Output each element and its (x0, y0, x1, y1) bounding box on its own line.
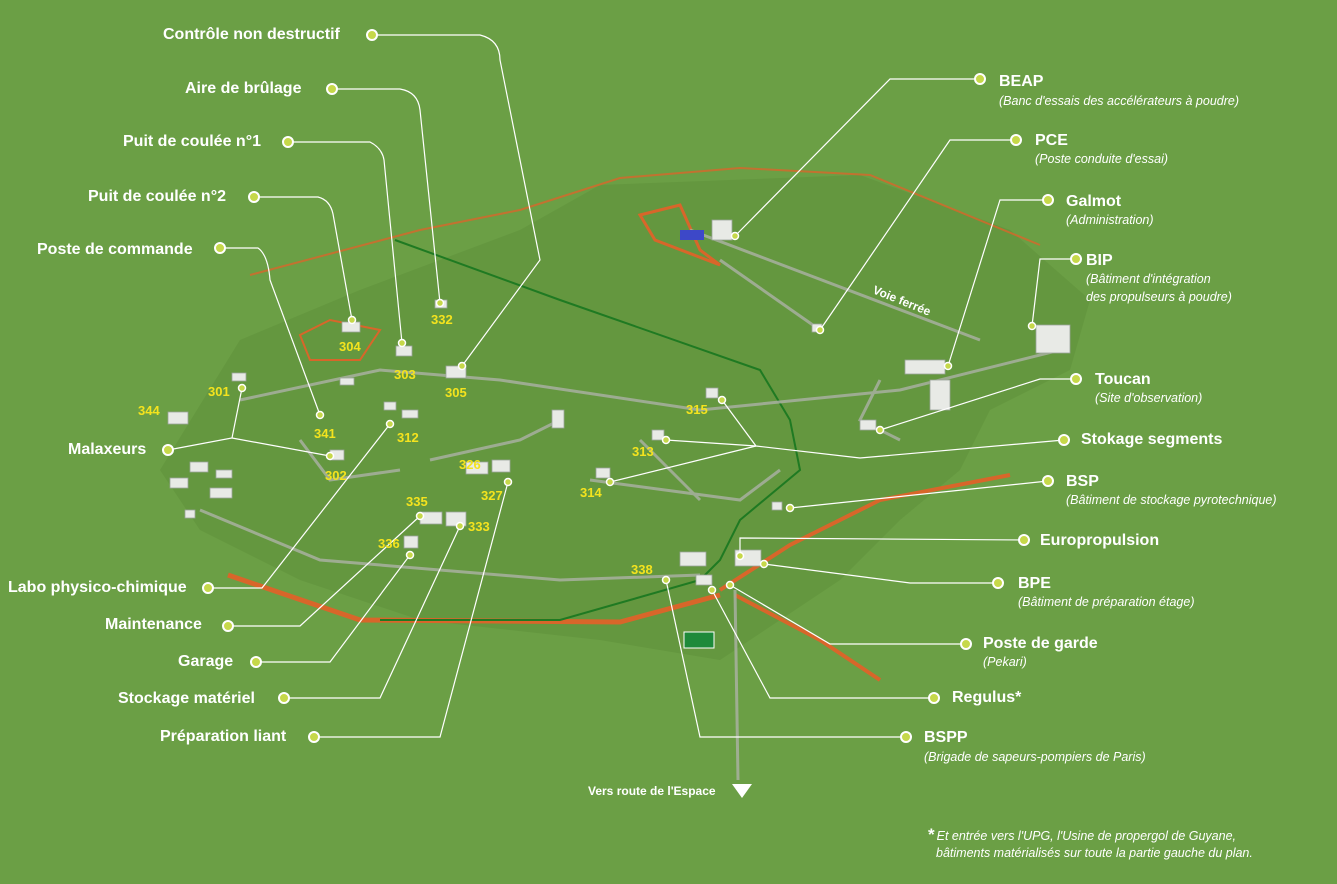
label-puit-coulee-2: Puit de coulée n°2 (88, 188, 226, 205)
label-regulus: Regulus* (952, 689, 1022, 706)
building-number: 344 (138, 403, 160, 418)
label-garage: Garage (178, 653, 234, 670)
target-dots (237, 231, 1037, 595)
label-puit-coulee-1: Puit de coulée n°1 (123, 133, 261, 150)
building-number: 336 (378, 536, 400, 551)
building-number: 335 (406, 494, 428, 509)
building-number: 332 (431, 312, 453, 327)
building-number: 326 (459, 457, 481, 472)
label-bip: BIP (1086, 252, 1113, 269)
route-label: Vers route de l'Espace (588, 784, 716, 798)
building-number: 338 (631, 562, 653, 577)
site-plateau (160, 175, 1090, 660)
label-stockage-materiel: Stockage matériel (118, 690, 255, 707)
building-number: 312 (397, 430, 419, 445)
label-bspp: BSPP (924, 729, 968, 746)
building-number: 327 (481, 488, 503, 503)
green-rail (380, 239, 802, 621)
label-toucan: Toucan (1095, 371, 1151, 388)
building-number: 302 (325, 468, 347, 483)
building-number: 341 (314, 426, 336, 441)
label-poste-de-commande: Poste de commande (37, 241, 193, 258)
route-arrow (732, 784, 752, 798)
label-preparation-liant: Préparation liant (160, 728, 287, 745)
building-number: 301 (208, 384, 230, 399)
sub-galmot: (Administration) (1066, 213, 1154, 227)
label-stokage-segments: Stokage segments (1081, 431, 1223, 448)
label-bpe: BPE (1018, 575, 1051, 592)
buildings (167, 219, 1071, 586)
burn-area-enclosure (298, 318, 382, 361)
label-beap: BEAP (999, 73, 1044, 90)
footnote-line-2: bâtiments matérialisés sur toute la part… (936, 846, 1253, 860)
sports-field (683, 631, 715, 649)
sub-bspp: (Brigade de sapeurs-pompiers de Paris) (924, 750, 1146, 764)
label-pce: PCE (1035, 132, 1068, 149)
footnote-star: * (928, 825, 935, 844)
label-labo-physico-chimique: Labo physico-chimique (8, 579, 187, 596)
sub-pce: (Poste conduite d'essai) (1035, 152, 1169, 166)
footnote-line-1: Et entrée vers l'UPG, l'Usine de properg… (936, 829, 1236, 843)
building-number: 305 (445, 385, 467, 400)
label-aire-de-brulage: Aire de brûlage (185, 80, 302, 97)
leader-dots (162, 29, 1082, 743)
sub-beap: (Banc d'essais des accélérateurs à poudr… (999, 94, 1240, 108)
sub-bip-1: (Bâtiment d'intégration (1086, 272, 1211, 286)
building-number: 313 (632, 444, 654, 459)
building-number: 304 (339, 339, 361, 354)
sub-toucan: (Site d'observation) (1095, 391, 1203, 405)
label-maintenance: Maintenance (105, 616, 202, 633)
sub-poste-de-garde: (Pekari) (983, 655, 1027, 669)
sub-bip-2: des propulseurs à poudre) (1086, 290, 1232, 304)
beap-enclosure (637, 203, 721, 267)
building-number: 303 (394, 367, 416, 382)
footnote: *Et entrée vers l'UPG, l'Usine de proper… (928, 826, 1253, 862)
leader-lines (167, 34, 1076, 738)
road-network (199, 228, 1061, 781)
label-malaxeurs: Malaxeurs (68, 441, 147, 458)
sub-bsp: (Bâtiment de stockage pyrotechnique) (1066, 493, 1277, 507)
label-galmot: Galmot (1066, 193, 1122, 210)
label-poste-de-garde: Poste de garde (983, 635, 1098, 652)
building-number: 314 (580, 485, 602, 500)
orange-road-se (734, 593, 882, 682)
label-controle-non-destructif: Contrôle non destructif (163, 26, 340, 43)
building-number: 315 (686, 402, 708, 417)
building-number: 333 (468, 519, 490, 534)
water-basin (680, 230, 704, 240)
sub-bpe: (Bâtiment de préparation étage) (1018, 595, 1195, 609)
label-europropulsion: Europropulsion (1040, 532, 1160, 549)
perimeter-line (249, 166, 1041, 276)
orange-road-east (718, 473, 1011, 592)
label-bsp: BSP (1066, 473, 1099, 490)
